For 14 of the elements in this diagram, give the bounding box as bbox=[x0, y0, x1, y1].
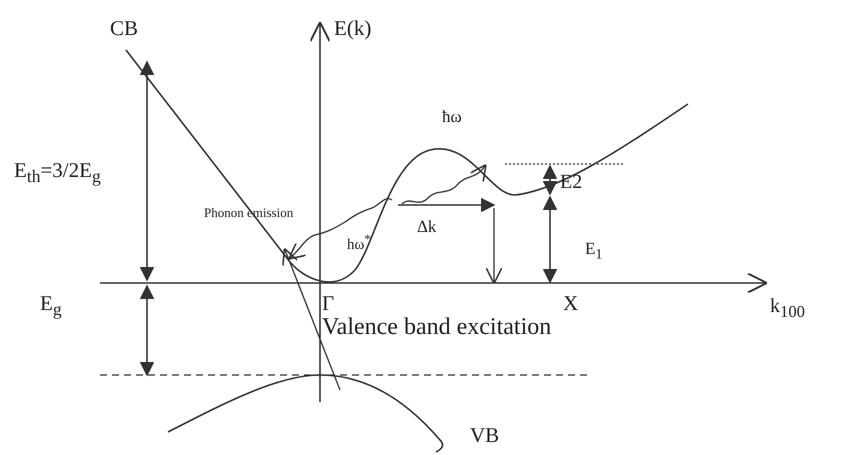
axis-label: k$_{100}$ bbox=[770, 296, 805, 321]
band-label: VB bbox=[470, 425, 500, 446]
phonon-label: hω$^{*}$ bbox=[347, 233, 371, 253]
energy-label: E$_{th}$=3/2E$_{g}$ bbox=[14, 160, 101, 186]
energy-label: E$_{g}$ bbox=[40, 293, 62, 319]
point-label: Γ bbox=[322, 293, 334, 314]
point-label: X bbox=[563, 293, 578, 314]
momentum-label: Δk bbox=[417, 218, 436, 235]
process-label: Valence band excitation bbox=[322, 315, 552, 339]
axis-label: E(k) bbox=[334, 18, 372, 39]
energy-label: E2 bbox=[560, 172, 582, 192]
phonon-label: ħω bbox=[442, 108, 462, 125]
band-label: CB bbox=[110, 18, 138, 39]
energy-label: E$_{1}$ bbox=[585, 240, 602, 262]
